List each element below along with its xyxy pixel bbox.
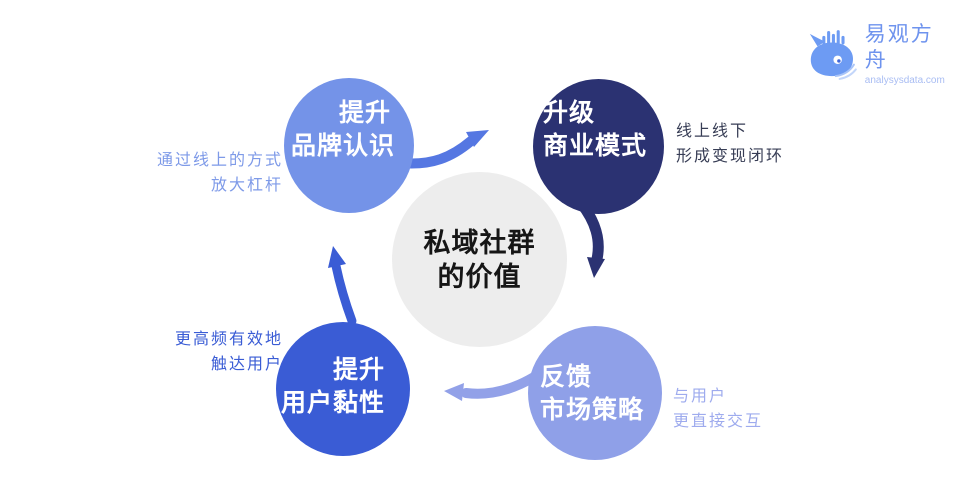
annotation-business-model: 线上线下 形成变现闭环 (676, 119, 784, 169)
annotation-line2: 形成变现闭环 (676, 148, 785, 165)
annotation-line1: 与用户 (673, 388, 728, 405)
arrow-business-to-feedback-icon (575, 197, 605, 278)
node-label-line2: 品牌认识 (290, 131, 395, 160)
arrow-stickiness-to-brand-icon (328, 246, 357, 326)
brand-domain: analysysdata.com (864, 75, 945, 86)
whale-chart-icon (809, 29, 857, 80)
arrow-feedback-to-stickiness-icon (444, 372, 539, 401)
annotation-brand-awareness: 通过线上的方式 放大杠杆 (113, 148, 283, 198)
node-business-model: 升级 商业模式 (533, 79, 664, 214)
annotation-market-feedback: 与用户 更直接交互 (673, 384, 763, 434)
node-label-line1: 提升 (332, 356, 385, 384)
annotation-line1: 线上线下 (676, 123, 749, 140)
node-market-feedback: 反馈 市场策略 (528, 326, 662, 460)
node-label-line2: 市场策略 (540, 396, 645, 424)
annotation-user-stickiness: 更高频有效地 触达用户 (113, 327, 283, 377)
node-label-line1: 反馈 (540, 363, 593, 391)
annotation-line2: 放大杠杆 (210, 177, 283, 194)
annotation-line2: 更直接交互 (673, 413, 764, 430)
annotation-line1: 通过线上的方式 (156, 152, 283, 169)
node-brand-awareness: 提升 品牌认识 (284, 78, 414, 213)
node-label-line2: 商业模式 (543, 131, 648, 160)
node-user-stickiness: 提升 用户黏性 (276, 322, 410, 456)
brand-logo: 易观方舟 analysysdata.com (806, 22, 953, 87)
center-topic-circle: 私域社群 的价值 (392, 172, 567, 347)
node-label-line1: 提升 (338, 98, 391, 127)
center-title-line1: 私域社群 (423, 227, 536, 258)
annotation-line1: 更高频有效地 (174, 331, 283, 348)
node-label-line2: 用户黏性 (280, 389, 385, 417)
brand-name: 易观方舟 (864, 23, 934, 72)
node-label-line1: 升级 (543, 98, 596, 127)
center-title-line2: 的价值 (437, 261, 522, 292)
annotation-line2: 触达用户 (210, 356, 283, 373)
